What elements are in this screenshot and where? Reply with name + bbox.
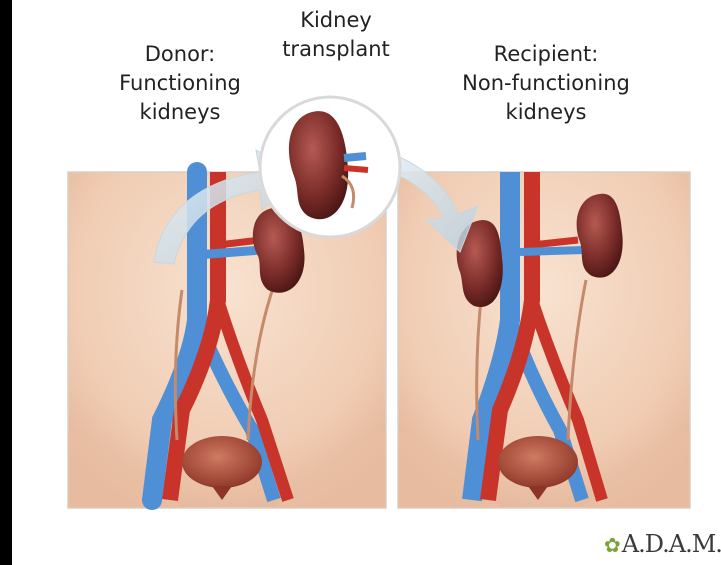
recipient-label: Recipient: Non-functioning kidneys xyxy=(436,40,656,127)
transplant-label: Kidney transplant xyxy=(266,6,406,64)
adam-logo-text: A.D.A.M. xyxy=(622,530,721,558)
recipient-label-line-1: Recipient: xyxy=(436,40,656,69)
recipient-label-line-2: Non-functioning xyxy=(436,69,656,98)
recipient-bladder xyxy=(498,436,578,488)
donor-label: Donor: Functioning kidneys xyxy=(100,40,260,127)
illustration-frame: Donor: Functioning kidneys Kidney transp… xyxy=(12,0,721,565)
leaf-icon: ✿ xyxy=(604,533,620,557)
donor-label-line-3: kidneys xyxy=(100,98,260,127)
donor-label-line-2: Functioning xyxy=(100,69,260,98)
recipient-right-kidney xyxy=(577,194,623,278)
donor-bladder xyxy=(182,436,262,488)
transplant-kidney-circle xyxy=(260,97,400,237)
adam-logo: ✿A.D.A.M. xyxy=(604,530,721,560)
recipient-label-line-3: kidneys xyxy=(436,98,656,127)
donor-label-line-1: Donor: xyxy=(100,40,260,69)
transplant-label-line-2: transplant xyxy=(266,35,406,64)
transplant-label-line-1: Kidney xyxy=(266,6,406,35)
